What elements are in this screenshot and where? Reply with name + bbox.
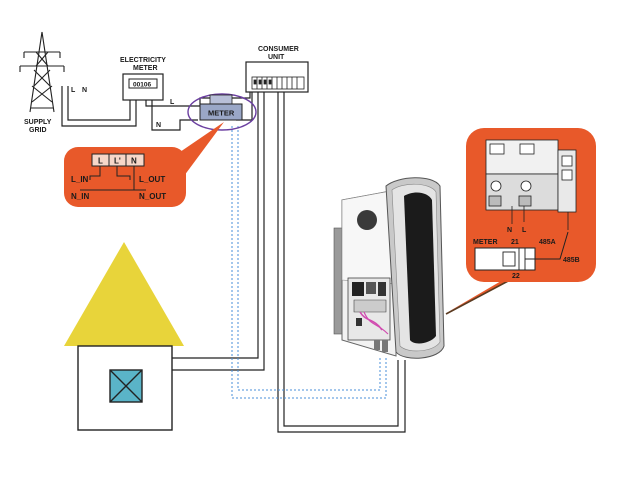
rs485-a-label: 485A: [539, 239, 556, 246]
wiring-terminal-n: N: [507, 227, 512, 234]
ct-meter-body: [199, 103, 243, 121]
rs485-b-label: 485B: [563, 257, 580, 264]
consumer-unit-breakers: [251, 76, 305, 90]
supply-grid-label-2: GRID: [29, 127, 47, 134]
ev-charger-icon: [333, 177, 445, 359]
house-window-cross: [109, 369, 143, 403]
wire-neutral-label: N: [156, 122, 161, 129]
meter-callout-pointer: [180, 122, 224, 176]
communication-wiring: [231, 126, 387, 399]
electricity-meter-display: 00106: [133, 82, 151, 89]
pylon-icon: [19, 31, 65, 113]
n-out-label: N_OUT: [139, 192, 166, 201]
house-roof: [64, 242, 184, 346]
meter-callout-leads: [80, 166, 146, 191]
breaker-module-icon: [485, 139, 577, 230]
ct-meter-ring: [187, 93, 257, 131]
rs485-wire: [525, 231, 569, 260]
meter-callout-terminals: [91, 153, 145, 167]
grid-neutral-label: N: [82, 87, 87, 94]
consumer-unit-title-2: UNIT: [268, 54, 285, 61]
l-out-label: L_OUT: [139, 175, 165, 184]
l-in-label: L_IN: [71, 175, 89, 184]
solid-wiring: [61, 86, 406, 433]
electricity-meter-title-1: ELECTRICITY: [120, 57, 166, 64]
ct-meter-label: METER: [208, 109, 235, 118]
terminal-l: L: [98, 157, 103, 166]
wiring-meter-window: [502, 251, 516, 267]
wiring-terminal-l: L: [522, 227, 527, 234]
terminal-l-prime: L': [114, 157, 121, 166]
supply-grid-label-1: SUPPLY: [24, 119, 52, 126]
wiring-meter-label: METER: [473, 239, 498, 246]
electricity-meter-display-box: [128, 78, 158, 89]
n-in-label: N_IN: [71, 192, 89, 201]
wire-live-label: L: [170, 99, 175, 106]
electricity-meter-title-2: METER: [133, 65, 158, 72]
terminal-n: N: [131, 157, 137, 166]
grid-live-label: L: [71, 87, 76, 94]
consumer-unit-title-1: CONSUMER: [258, 46, 299, 53]
pin-22-label: 22: [512, 273, 520, 280]
pin-21-label: 21: [511, 239, 519, 246]
ct-meter-top: [209, 94, 233, 105]
